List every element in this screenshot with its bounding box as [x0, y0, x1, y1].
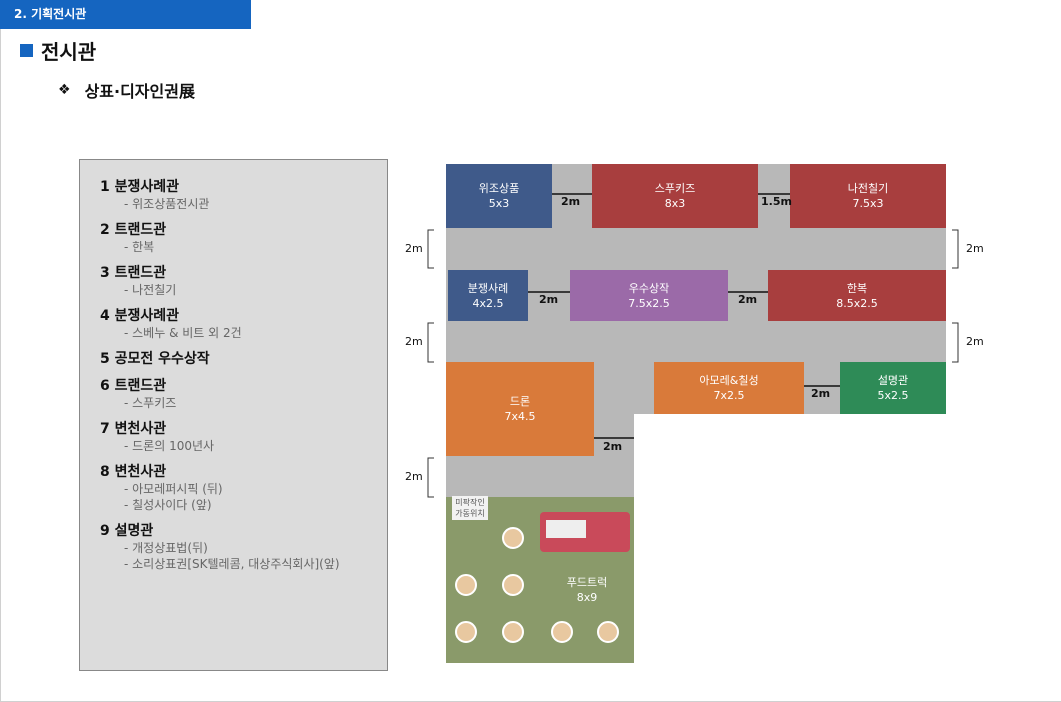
- list-item: 5 공모전 우수상작: [100, 350, 387, 368]
- list-item-head: 9 설명관: [100, 523, 154, 539]
- list-item-sub: - 스푸키즈: [124, 396, 177, 410]
- page-subtitle: 상표·디자인권展: [84, 82, 195, 101]
- booth-name: 위조상품: [478, 182, 520, 195]
- booth-name: 드론: [509, 395, 531, 408]
- list-item: 3 트랜드관 - 나전칠기: [100, 264, 387, 298]
- list-item-sub: - 나전칠기: [124, 283, 177, 297]
- list-item: 6 트랜드관 - 스푸키즈: [100, 377, 387, 411]
- booth-info[interactable]: 설명관 5x2.5: [840, 362, 946, 414]
- list-item-head: 1 분쟁사례관: [100, 179, 180, 195]
- booth-name: 스푸키즈: [654, 182, 696, 195]
- booth-size: 5x3: [488, 197, 510, 210]
- booth-name: 한복: [846, 281, 868, 295]
- booth-name: 설명관: [877, 374, 909, 387]
- booth-size: 8x3: [664, 197, 686, 210]
- booth-name: 우수상작: [628, 281, 670, 295]
- booth-dispute[interactable]: 분쟁사례 4x2.5: [448, 270, 528, 321]
- title-row: 전시관: [20, 36, 96, 65]
- dimension-label: 2m: [405, 470, 423, 483]
- gap-markers: [528, 193, 840, 439]
- booth-name: 분쟁사례: [467, 281, 509, 295]
- list-item-head: 7 변천사관: [100, 421, 167, 437]
- booth-award[interactable]: 우수상작 7.5x2.5: [570, 270, 728, 321]
- booth-spookiz[interactable]: 스푸키즈 8x3: [592, 164, 758, 228]
- booth-fake[interactable]: 위조상품 5x3: [446, 164, 552, 228]
- dimension-label: 2m: [405, 335, 423, 348]
- page-title: 전시관: [41, 40, 97, 64]
- booth-drone[interactable]: 드론 7x4.5: [446, 362, 594, 456]
- subtitle-row: ❖ 상표·디자인권展: [58, 78, 195, 102]
- list-item-sub: - 스베누 & 비트 외 2건: [124, 326, 242, 340]
- list-item: 1 분쟁사례관 - 위조상품전시관: [100, 178, 387, 212]
- booth-size: 7.5x2.5: [628, 296, 670, 310]
- booth-size: 8x9: [576, 591, 598, 604]
- booth-hanbok[interactable]: 한복 8.5x2.5: [768, 270, 946, 321]
- booth-size: 4x2.5: [472, 296, 504, 310]
- section-tab: 2. 기획전시관: [0, 0, 251, 29]
- list-item-sub: - 드론의 100년사: [124, 439, 215, 453]
- list-item-sub: - 소리상표권[SK텔레콤, 대상주식회사](앞): [124, 557, 340, 571]
- list-item-head: 4 분쟁사례관: [100, 308, 180, 324]
- booth-name: 아모레&칠성: [699, 374, 759, 387]
- list-item-head: 8 변천사관: [100, 464, 167, 480]
- booth-name: 나전칠기: [847, 182, 889, 195]
- booth-najeon[interactable]: 나전칠기 7.5x3: [790, 164, 946, 228]
- hall-list: 1 분쟁사례관 - 위조상품전시관 2 트랜드관 - 한복 3 트랜드관 - 나전칠기 4 …: [79, 159, 388, 671]
- booth-size: 7x2.5: [713, 389, 745, 402]
- dimension-label: 2m: [405, 242, 423, 255]
- list-item: 9 설명관 - 개정상표법(뒤) - 소리상표권[SK텔레콤, 대상주식회사](앞): [100, 522, 387, 572]
- list-item-head: 2 트랜드관: [100, 222, 167, 238]
- list-item-sub: - 칠성사이다 (앞): [124, 498, 212, 512]
- list-item-head: 3 트랜드관: [100, 265, 167, 281]
- booth-food[interactable]: 푸드트럭 8x9: [540, 570, 634, 610]
- booth-amore[interactable]: 아모레&칠성 7x2.5: [654, 362, 804, 414]
- list-item: 4 분쟁사례관 - 스베누 & 비트 외 2건: [100, 307, 387, 341]
- booth-size: 8.5x2.5: [836, 296, 878, 310]
- list-item-sub: - 위조상품전시관: [124, 197, 210, 211]
- floor-plan: 위조상품 5x3 스푸키즈 8x3 나전칠기 7.5x3 분쟁사례 4x2.5 …: [400, 140, 990, 680]
- position-note: 미팍작인 가동위치: [452, 496, 488, 520]
- gap-label: 2m: [603, 440, 623, 453]
- gap-label: 2m: [738, 293, 758, 306]
- booth-size: 5x2.5: [877, 389, 909, 402]
- list-item: 8 변천사관 - 아모레퍼시픽 (뒤) - 칠성사이다 (앞): [100, 463, 387, 513]
- list-item: 2 트랜드관 - 한복: [100, 221, 387, 255]
- list-item-head: 6 트랜드관: [100, 378, 167, 394]
- list-item-sub: - 아모레퍼시픽 (뒤): [124, 482, 223, 496]
- tables-icon: [455, 527, 619, 643]
- gap-label: 2m: [561, 195, 581, 208]
- dimension-label: 2m: [966, 335, 984, 348]
- booth-name: 푸드트럭: [566, 576, 608, 589]
- gap-label: 2m: [811, 387, 831, 400]
- food-truck-window-icon: [546, 520, 586, 538]
- gap-label: 2m: [539, 293, 559, 306]
- booth-size: 7.5x3: [852, 197, 884, 210]
- list-item: 7 변천사관 - 드론의 100년사: [100, 420, 387, 454]
- list-item-sub: - 개정상표법(뒤): [124, 541, 208, 555]
- gap-label: 1.5m: [761, 195, 792, 208]
- list-item-head: 5 공모전 우수상작: [100, 351, 210, 367]
- diamond-bullet-icon: ❖: [58, 82, 71, 98]
- dimension-brackets: [427, 229, 959, 498]
- square-bullet-icon: [20, 44, 33, 57]
- dimension-label: 2m: [966, 242, 984, 255]
- booth-size: 7x4.5: [504, 410, 536, 423]
- list-item-sub: - 한복: [124, 240, 155, 254]
